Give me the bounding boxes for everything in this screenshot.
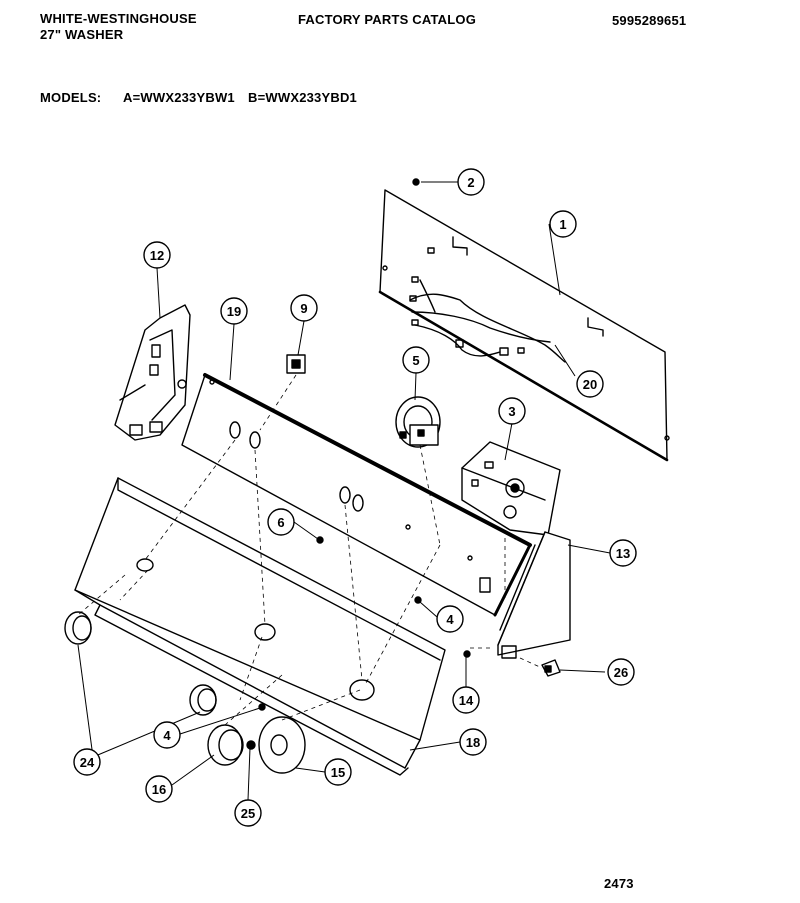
svg-text:26: 26: [614, 665, 628, 680]
product-title: 27" WASHER: [40, 27, 124, 42]
callout-bubbles: 1 2 3 4 4 5 6 9 12 13 14 15 16 18 19 20 …: [73, 168, 637, 827]
console-part-18: [74, 477, 446, 776]
wiring-harness-part-20: [409, 247, 566, 363]
callout-25: 25: [234, 799, 262, 827]
callout-5: 5: [402, 346, 430, 374]
pressure-switch-part-5: [395, 396, 441, 448]
timer-part-3: [461, 441, 561, 536]
bracket-part-12: [114, 304, 191, 441]
control-panel-part-19: [181, 373, 532, 617]
knob-part-16: [207, 724, 244, 766]
callout-19: 19: [220, 297, 248, 325]
callout-9: 9: [290, 294, 318, 322]
models-label: MODELS:: [40, 90, 102, 105]
svg-text:25: 25: [241, 806, 255, 821]
catalog-title: FACTORY PARTS CATALOG: [298, 12, 477, 27]
callout-26: 26: [607, 658, 635, 686]
callout-16: 16: [145, 775, 173, 803]
assembly-guide-lines: [77, 374, 543, 726]
knob-parts-24: [64, 611, 217, 716]
svg-text:19: 19: [227, 304, 241, 319]
svg-text:3: 3: [508, 404, 515, 419]
dial-knob-part-15: [258, 716, 306, 774]
callout-leaders: [77, 181, 611, 801]
svg-text:14: 14: [459, 693, 474, 708]
svg-text:13: 13: [616, 546, 630, 561]
small-knob-part-25: [246, 740, 256, 750]
model-a: A=WWX233YBW1: [123, 90, 235, 105]
brand-title: WHITE-WESTINGHOUSE: [40, 11, 197, 26]
svg-text:2: 2: [467, 175, 474, 190]
svg-text:4: 4: [446, 612, 454, 627]
svg-text:4: 4: [163, 728, 171, 743]
callout-2: 2: [457, 168, 485, 196]
svg-text:6: 6: [277, 515, 284, 530]
svg-text:9: 9: [300, 301, 307, 316]
screw-part-14: [463, 650, 471, 658]
svg-text:16: 16: [152, 782, 166, 797]
callout-15: 15: [324, 758, 352, 786]
svg-text:12: 12: [150, 248, 164, 263]
svg-text:1: 1: [559, 217, 566, 232]
callout-20: 20: [576, 370, 604, 398]
svg-text:24: 24: [80, 755, 95, 770]
callout-4-upper: 4: [436, 605, 464, 633]
svg-text:20: 20: [583, 377, 597, 392]
callout-13: 13: [609, 539, 637, 567]
callout-1: 1: [549, 210, 577, 238]
svg-text:18: 18: [466, 735, 480, 750]
callout-24: 24: [73, 748, 101, 776]
page-number: 2473: [604, 876, 634, 891]
end-cap-part-13: [497, 531, 571, 659]
callout-12: 12: [143, 241, 171, 269]
screw-part-4-upper: [414, 596, 422, 604]
switch-part-9: [286, 354, 306, 374]
screw-part-2: [412, 178, 420, 186]
catalog-number: 5995289651: [612, 13, 687, 28]
callout-4-lower: 4: [153, 721, 181, 749]
screw-part-6: [316, 536, 324, 544]
clip-part-26: [541, 659, 561, 677]
screw-part-4-lower: [258, 703, 266, 711]
svg-text:5: 5: [412, 353, 419, 368]
callout-14: 14: [452, 686, 480, 714]
callout-18: 18: [459, 728, 487, 756]
model-b: B=WWX233YBD1: [248, 90, 357, 105]
callout-6: 6: [267, 508, 295, 536]
callout-3: 3: [498, 397, 526, 425]
svg-text:15: 15: [331, 765, 345, 780]
